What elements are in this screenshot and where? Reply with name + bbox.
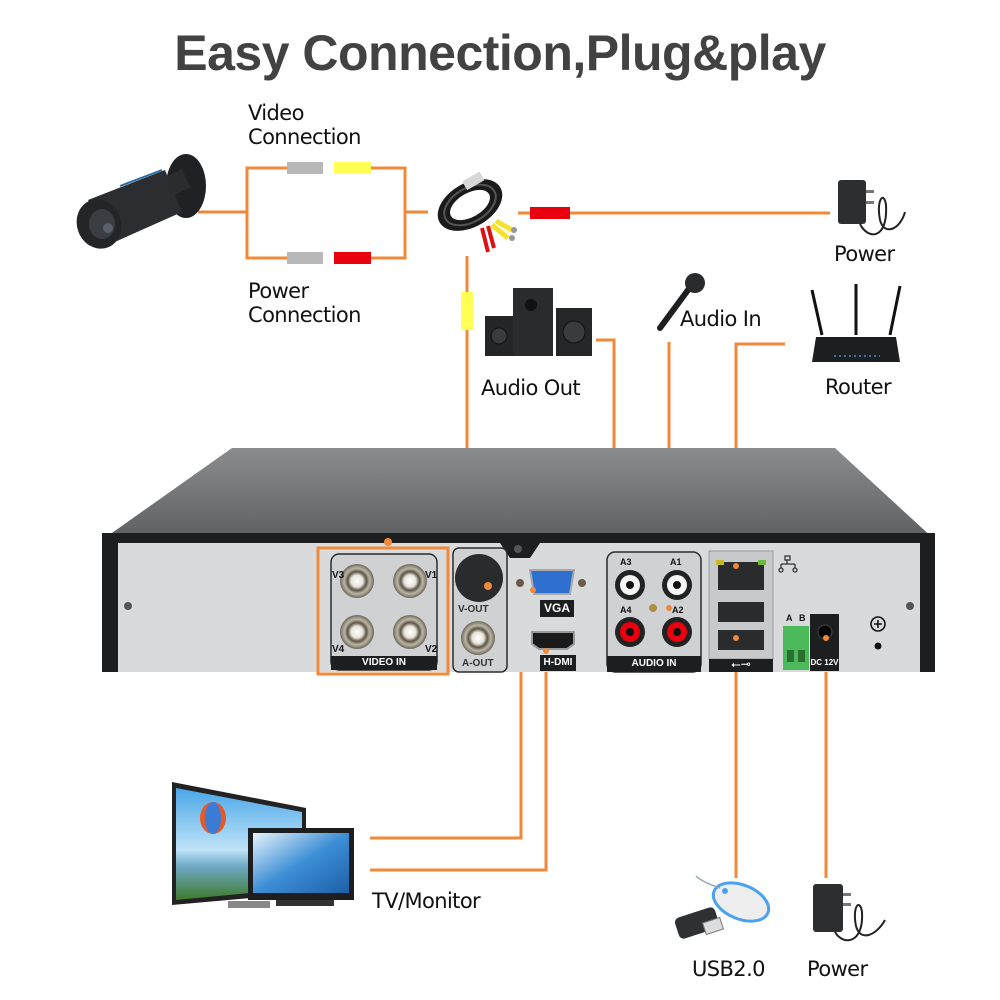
- audio-in-label: Audio In: [680, 307, 762, 331]
- usb-symbol-icon: ⭠⊸: [731, 657, 751, 671]
- router-icon: [810, 284, 902, 362]
- hdmi-wire: [370, 651, 548, 872]
- camera-power-plug: [287, 252, 323, 264]
- dc-label: DC 12V: [810, 658, 839, 667]
- microphone-icon: [657, 273, 705, 331]
- video-connection-line-1: Video: [248, 101, 304, 125]
- video-in-highlight: [316, 546, 450, 676]
- power-connection-line-1: Power: [248, 279, 309, 303]
- usb-drive-icon: [674, 907, 725, 939]
- audio-out-label: Audio Out: [481, 376, 581, 400]
- split-wire-video: [245, 166, 407, 212]
- usb-port-1: [718, 602, 764, 622]
- rs485-label-b: B: [799, 613, 806, 623]
- usb-port-2: [718, 630, 764, 650]
- router-label: Router: [825, 375, 892, 399]
- power-plug-top: [530, 207, 570, 219]
- port-label-v3: V3: [332, 570, 345, 581]
- port-label-v4: V4: [332, 644, 345, 655]
- ground-icon: [870, 616, 886, 632]
- lan-port: [718, 562, 764, 590]
- power-plug: [334, 252, 371, 264]
- v-out-label: V-OUT: [458, 604, 489, 615]
- port-label-a3: A3: [620, 557, 632, 567]
- bnc-ports: [340, 564, 427, 649]
- video-in-label: VIDEO IN: [362, 657, 406, 668]
- dvr-device: [102, 448, 935, 676]
- power-connection-label: Power Connection: [248, 279, 361, 327]
- mouse-icon: [695, 875, 771, 923]
- vga-label: VGA: [543, 601, 570, 615]
- vga-port: [528, 569, 576, 595]
- bnc-port-v1: [393, 564, 427, 598]
- video-plug: [334, 162, 371, 174]
- bnc-port-v4: [340, 615, 374, 649]
- video-plug-vertical: [461, 292, 473, 330]
- port-label-v2: V2: [425, 644, 438, 655]
- camera-video-plug: [287, 162, 323, 174]
- dvr-top: [102, 448, 935, 540]
- a-out-port: [461, 621, 495, 655]
- rs485-terminal: [783, 626, 809, 670]
- split-wire-power: [245, 212, 407, 260]
- tv-icon: [172, 782, 354, 908]
- cable-icon: [437, 171, 517, 253]
- a-out-label: A-OUT: [462, 658, 494, 669]
- power-adapter-icon-bottom: [813, 884, 886, 942]
- power-label-top: Power: [834, 242, 895, 266]
- power-connection-line-2: Connection: [248, 303, 361, 327]
- bnc-port-v2: [393, 615, 427, 649]
- hdmi-label: H-DMI: [543, 657, 573, 668]
- port-label-a4: A4: [620, 605, 632, 615]
- camera-icon: [76, 154, 206, 249]
- bnc-port-v3: [340, 564, 374, 598]
- usb-label: USB2.0: [692, 957, 766, 981]
- video-connection-label: Video Connection: [248, 101, 361, 149]
- video-connection-line-2: Connection: [248, 125, 361, 149]
- power-adapter-icon-top: [838, 180, 906, 236]
- network-icon: [778, 555, 798, 573]
- tv-monitor-label: TV/Monitor: [372, 889, 481, 913]
- port-label-v1: V1: [425, 570, 438, 581]
- page-title: Easy Connection,Plug&play: [174, 25, 826, 81]
- rs485-label-a: A: [786, 613, 793, 623]
- hdmi-port: [531, 631, 575, 650]
- port-label-a1: A1: [670, 557, 682, 567]
- port-label-a2: A2: [672, 605, 684, 615]
- power-label-bottom: Power: [807, 957, 868, 981]
- audio-in-panel-label: AUDIO IN: [631, 658, 677, 669]
- speaker-icon: [485, 288, 592, 356]
- v-out-port: [455, 554, 503, 602]
